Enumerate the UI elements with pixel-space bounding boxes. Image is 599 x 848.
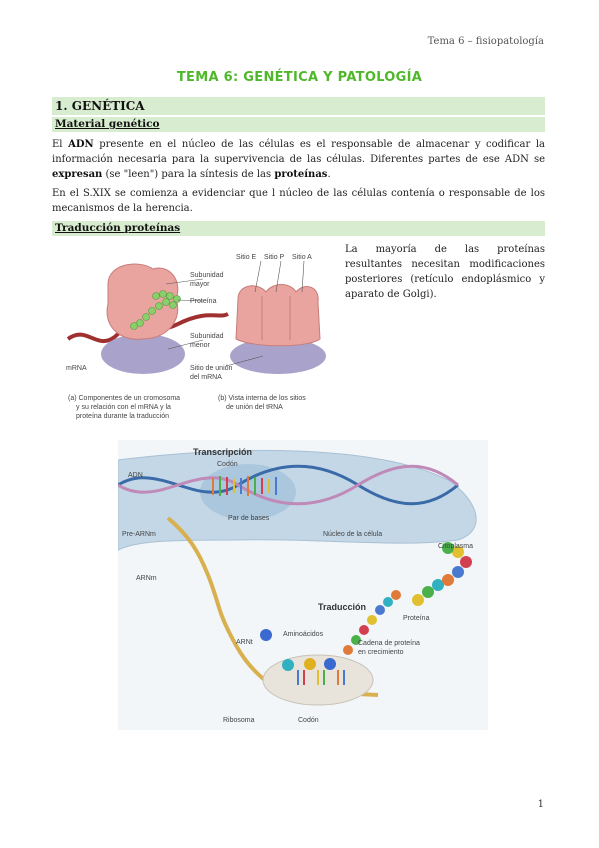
amino-acid-blue bbox=[260, 629, 272, 641]
label-par-bases: Par de bases bbox=[228, 515, 270, 522]
base-pairs bbox=[212, 476, 277, 496]
document-title: TEMA 6: GENÉTICA Y PATOLOGÍA bbox=[176, 70, 423, 85]
label-sitio-union-1: Sitio de unión bbox=[190, 365, 233, 372]
caption-a-line-1: (a) Componentes de un cromosoma bbox=[68, 395, 180, 402]
section-heading-genetica: 1. GENÉTICA bbox=[52, 97, 545, 115]
caption-a-line-2: y su relación con el mRNA y la bbox=[76, 404, 171, 411]
label-arnt: ARNt bbox=[236, 639, 253, 646]
label-nucleo: Núcleo de la célula bbox=[323, 531, 382, 538]
protein-chain bbox=[130, 290, 181, 330]
label-aminoacidos: Aminoácidos bbox=[283, 631, 324, 638]
subsection-heading-traduccion: Traducción proteínas bbox=[52, 221, 545, 236]
paragraph-adn: El ADN presente en el núcleo de las célu… bbox=[52, 139, 545, 180]
label-proteina: Proteína bbox=[403, 615, 430, 622]
label-traduccion: Traducción bbox=[318, 602, 366, 612]
amino-acid-blue-2 bbox=[324, 658, 336, 670]
label-citoplasma: Citoplasma bbox=[438, 543, 473, 550]
label-arnm: ARNm bbox=[136, 575, 157, 582]
label-subunidad-menor-2: menor bbox=[190, 342, 211, 349]
growing-protein-chain bbox=[343, 590, 401, 655]
label-subunidad-menor-1: Subunidad bbox=[190, 333, 224, 340]
label-subunidad-mayor-2: mayor bbox=[190, 281, 210, 288]
label-adn: ADN bbox=[128, 472, 143, 479]
label-pre-arnm: Pre-ARNm bbox=[122, 531, 156, 538]
label-mrna: mRNA bbox=[66, 365, 87, 372]
label-sitio-a: Sitio A bbox=[292, 254, 312, 261]
subsection-heading-material-genetico: Material genético bbox=[52, 117, 545, 132]
nucleus-shape bbox=[118, 450, 477, 551]
transcription-translation-figure: Transcripción Codón ADN Par de bases Pre… bbox=[118, 440, 488, 730]
label-sitio-union-2: del mRNA bbox=[190, 374, 222, 381]
term-expresan: expresan bbox=[52, 169, 103, 180]
label-cadena-2: en crecimiento bbox=[358, 649, 404, 656]
label-sitio-e: Sitio E bbox=[236, 254, 257, 261]
label-ribosoma: Ribosoma bbox=[223, 717, 255, 724]
label-sitio-p: Sitio P bbox=[264, 254, 285, 261]
caption-a-line-3: proteína durante la traducción bbox=[76, 413, 169, 420]
large-subunit-right bbox=[235, 284, 321, 347]
label-proteina: Proteína bbox=[190, 298, 217, 305]
term-proteinas: proteínas bbox=[274, 169, 328, 180]
term-adn: ADN bbox=[68, 139, 94, 150]
label-codon-bottom: Codón bbox=[298, 717, 319, 724]
small-subunit-left bbox=[101, 334, 185, 374]
page-number: 1 bbox=[537, 799, 544, 810]
paragraph-modificaciones: La mayoría de las proteínas resultantes … bbox=[345, 244, 545, 300]
trna-molecules bbox=[297, 670, 345, 685]
dna-strand-2 bbox=[118, 464, 459, 506]
dna-strand-1 bbox=[118, 464, 459, 506]
running-header: Tema 6 – fisiopatología bbox=[427, 36, 544, 47]
amino-acid-yellow bbox=[304, 658, 316, 670]
caption-b-line-1: (b) Vista interna de los sitios bbox=[218, 395, 306, 402]
label-transcripcion: Transcripción bbox=[193, 447, 252, 457]
amino-acid-cyan bbox=[282, 659, 294, 671]
ribosome-figure: Sitio E Sitio P Sitio A Subunidad mayor … bbox=[66, 254, 326, 420]
paragraph-herencia: En el S.XIX se comienza a evidenciar que… bbox=[52, 188, 545, 214]
mrna-path bbox=[166, 516, 379, 697]
label-codon-top: Codón bbox=[217, 461, 238, 468]
label-cadena-1: Cadena de proteína bbox=[358, 640, 420, 647]
protein-coil bbox=[412, 542, 472, 606]
caption-b-line-2: de unión del tRNA bbox=[226, 404, 283, 411]
small-subunit-right bbox=[230, 338, 326, 374]
label-subunidad-mayor-1: Subunidad bbox=[190, 272, 224, 279]
